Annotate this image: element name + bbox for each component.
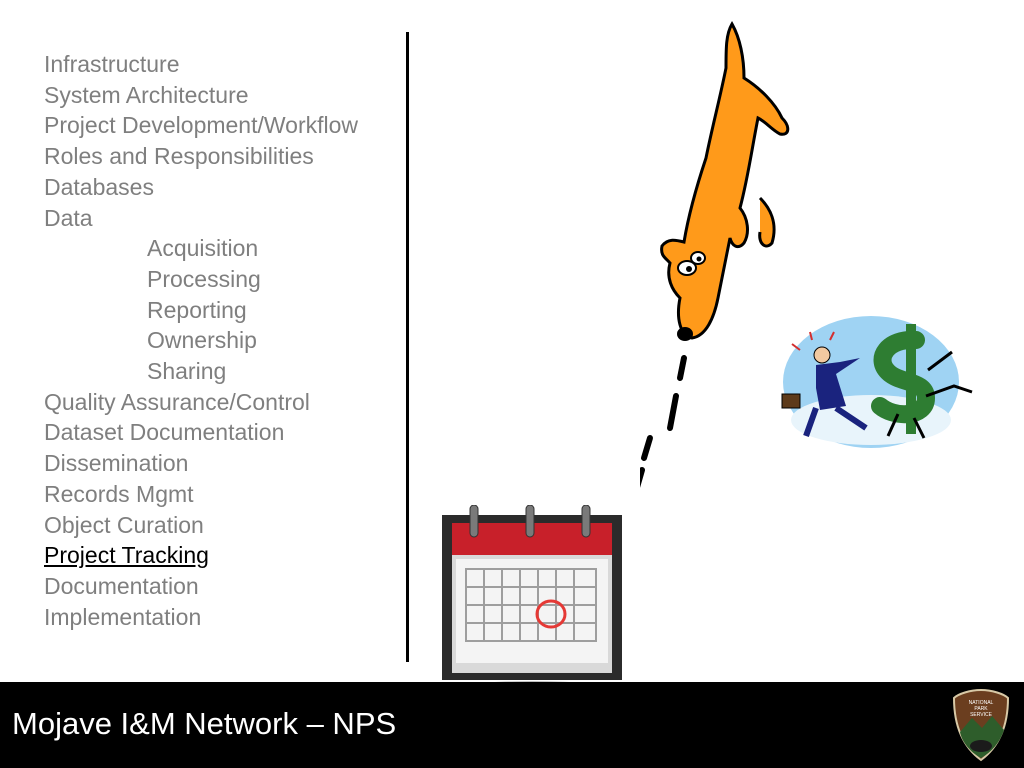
outline-item: Project Tracking <box>44 542 209 569</box>
outline-item: Records Mgmt <box>44 480 194 507</box>
outline-item: Implementation <box>44 603 202 630</box>
outline-item: System Architecture <box>44 81 249 108</box>
outline-item: Processing <box>147 265 261 292</box>
footer-bar: Mojave I&M Network – NPS NATIONAL PARK S… <box>0 682 1024 768</box>
vertical-divider <box>406 32 409 662</box>
outline-item: Ownership <box>147 327 257 354</box>
outline-item: Object Curation <box>44 511 204 538</box>
outline-item: Acquisition <box>147 235 259 262</box>
svg-text:SERVICE: SERVICE <box>970 712 993 718</box>
dog-clipart-icon <box>640 21 790 488</box>
footer-title: Mojave I&M Network – NPS <box>12 706 397 741</box>
outline-item: Data <box>44 204 93 231</box>
outline-item: Reporting <box>147 296 247 323</box>
outline-item: Infrastructure <box>44 51 180 77</box>
outline-item: Quality Assurance/Control <box>44 388 310 415</box>
svg-text:NATIONAL: NATIONAL <box>969 700 994 706</box>
outline-item: Dataset Documentation <box>44 419 285 446</box>
outline-item: Sharing <box>147 358 227 385</box>
calendar-icon <box>442 505 622 701</box>
outline-item: Project Development/Workflow <box>44 112 359 139</box>
outline-item: Databases <box>44 173 154 200</box>
svg-text:PARK: PARK <box>974 706 988 712</box>
businesswoman-chasing-dollar-icon <box>781 316 973 448</box>
outline-item: Dissemination <box>44 450 189 477</box>
outline-item: Roles and Responsibilities <box>44 143 314 170</box>
nps-arrowhead-logo-icon: NATIONAL PARK SERVICE <box>952 688 1010 762</box>
outline-item: Documentation <box>44 572 199 599</box>
